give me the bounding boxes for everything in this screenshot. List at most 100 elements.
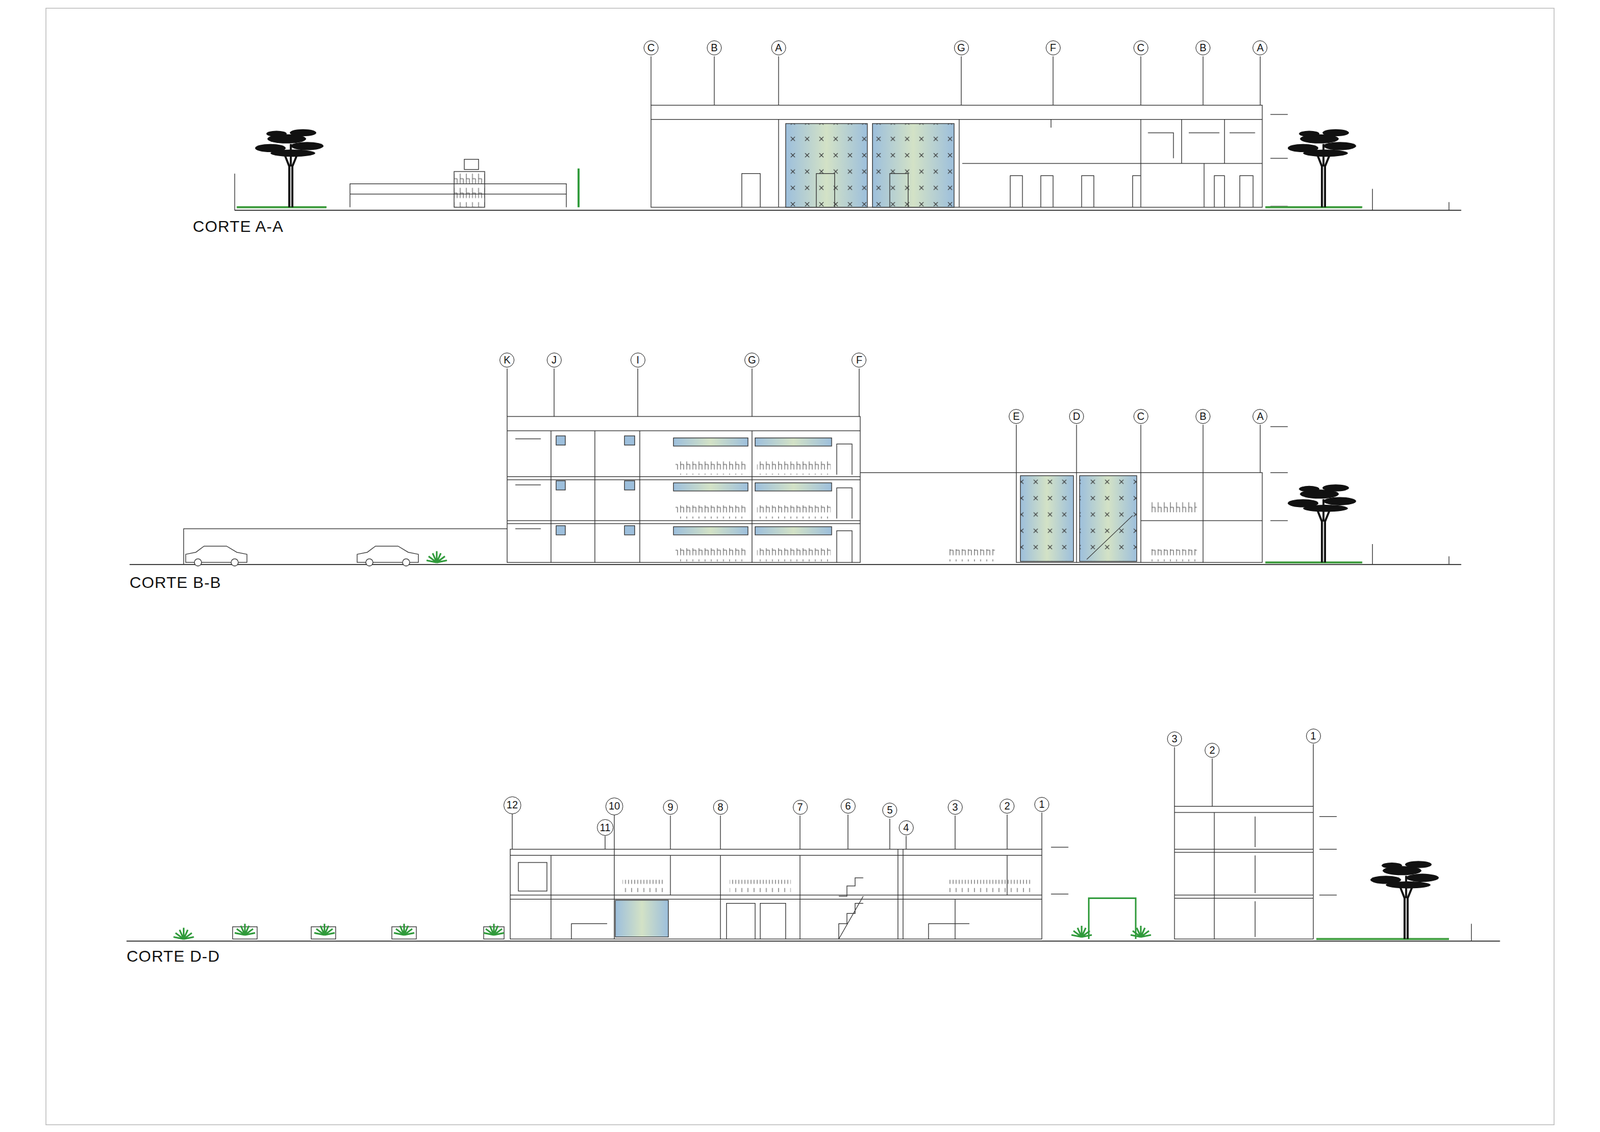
drawing-line <box>756 547 831 562</box>
drawing-line <box>1086 515 1133 560</box>
grid-bubble: 1 <box>1306 728 1321 744</box>
grid-bubble: 8 <box>713 799 728 815</box>
drawing-line <box>555 435 566 445</box>
drawing-line <box>872 123 955 208</box>
grid-label: 8 <box>717 801 724 813</box>
drawing-line <box>1151 500 1198 513</box>
drawing-line <box>756 461 831 475</box>
grid-bubble: C <box>1133 40 1149 56</box>
drawing-line <box>1287 129 1357 208</box>
drawing-line <box>357 546 419 567</box>
drawing-line <box>615 899 669 937</box>
grid-bubble: 6 <box>840 798 856 814</box>
drawing-line <box>1079 475 1137 562</box>
drawing-line <box>1079 475 1137 562</box>
drawing-line <box>673 526 748 535</box>
drawing-line <box>234 923 256 935</box>
grid-bubble: C <box>1133 408 1149 424</box>
drawing-line <box>483 923 505 935</box>
grid-bubble: 5 <box>882 802 898 818</box>
drawing-line <box>624 525 635 535</box>
grid-label: G <box>957 42 966 53</box>
drawing-line <box>1020 475 1074 562</box>
grid-label: 11 <box>599 822 611 833</box>
drawing-line <box>255 129 324 208</box>
drawing-line <box>1265 561 1362 564</box>
drawing-line <box>506 368 1260 473</box>
grid-label: K <box>503 354 511 366</box>
drawing-line <box>860 472 1017 473</box>
drawing-line <box>1050 846 1068 894</box>
drawing-line <box>314 923 335 935</box>
grid-label: C <box>647 42 655 53</box>
drawing-line <box>624 480 635 490</box>
grid-bubble: J <box>546 352 562 368</box>
grid-bubble: D <box>1069 408 1084 424</box>
grid-label: 2 <box>1004 800 1010 812</box>
drawing-line <box>948 879 1031 892</box>
grid-label: 3 <box>952 801 959 813</box>
drawing-line <box>510 849 1042 940</box>
drawing-line <box>785 123 867 208</box>
grid-bubble: 9 <box>663 799 678 815</box>
grid-label: A <box>1256 42 1264 53</box>
drawing-line <box>1151 549 1198 562</box>
grid-bubble: 11 <box>596 819 614 836</box>
drawing-line <box>651 119 1263 208</box>
drawing-line <box>571 903 970 940</box>
drawing-line <box>755 526 832 535</box>
grid-label: A <box>1256 411 1264 422</box>
drawing-line <box>185 546 247 567</box>
grid-bubble: B <box>706 40 722 56</box>
drawing-line <box>651 56 1260 106</box>
drawing-line <box>1076 472 1263 563</box>
drawing-line <box>126 940 1500 942</box>
grid-bubble: 3 <box>947 799 963 815</box>
drawing-line <box>755 438 832 446</box>
drawing-line <box>1316 937 1450 940</box>
drawing-line <box>651 105 1263 208</box>
grid-bubble: 2 <box>999 798 1015 814</box>
grid-bubble: F <box>1045 40 1061 56</box>
drawing-line <box>236 206 1363 209</box>
drawing-line <box>785 123 867 208</box>
grid-label: B <box>1199 411 1207 422</box>
drawing-line <box>1174 812 1314 939</box>
grid-label: C <box>1136 411 1145 422</box>
drawing-line <box>426 551 448 563</box>
drawing-line <box>234 209 1462 211</box>
drawing-line <box>839 877 864 939</box>
grid-label: F <box>1049 42 1057 53</box>
drawing-line <box>755 482 832 491</box>
drawing-line <box>555 525 566 535</box>
drawing-line <box>512 743 1313 850</box>
grid-label: 6 <box>845 800 851 812</box>
grid-label: 7 <box>796 801 803 813</box>
grid-label: A <box>775 42 783 53</box>
grid-bubble: 1 <box>1034 796 1050 812</box>
grid-label: 1 <box>1038 799 1045 810</box>
drawing-line <box>1130 925 1152 937</box>
drawing-line <box>624 435 635 445</box>
grid-label: F <box>856 354 863 366</box>
drawing-line <box>464 159 479 170</box>
drawing-line <box>577 168 580 208</box>
drawing-line <box>741 132 1255 208</box>
grid-bubble: 3 <box>1167 731 1182 747</box>
drawing-line <box>515 438 853 563</box>
drawing-line <box>756 505 831 519</box>
grid-label: 2 <box>1209 745 1215 756</box>
drawing-line <box>1016 472 1263 563</box>
drawing-line <box>1020 475 1074 562</box>
drawing-line <box>1071 925 1092 937</box>
grid-label: D <box>1072 411 1080 422</box>
grid-label: E <box>1012 411 1020 422</box>
drawing-line <box>673 482 748 491</box>
drawing-line <box>555 480 566 490</box>
grid-bubble: 10 <box>605 797 624 816</box>
drawing-line <box>1370 860 1439 939</box>
drawing-line <box>1270 426 1288 521</box>
section-b-b <box>129 368 1462 565</box>
grid-label: 3 <box>1171 733 1178 744</box>
grid-label: 10 <box>608 800 620 812</box>
